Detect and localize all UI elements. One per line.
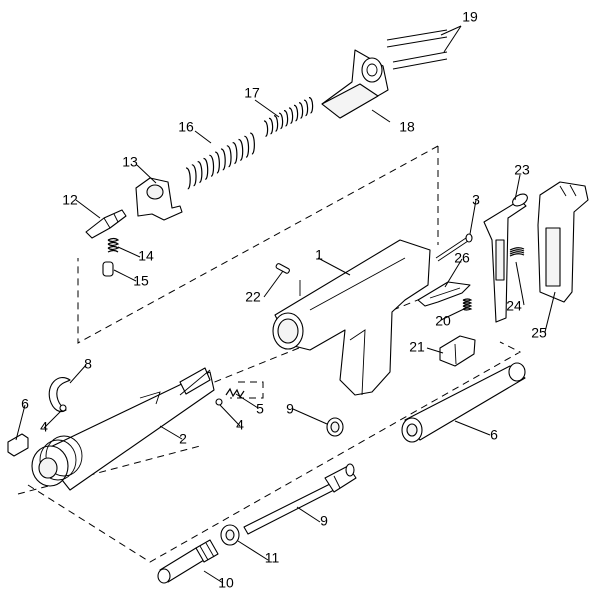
part-10-washer: [326, 417, 344, 437]
callout-2: 2: [179, 431, 187, 447]
part-5-spring: [225, 387, 245, 399]
part-16-plunger: [102, 261, 114, 277]
callout-5: 5: [256, 401, 264, 417]
callout-12: 11: [265, 550, 280, 566]
callout-1: 1: [315, 247, 323, 263]
part-17-large-spring: [185, 132, 255, 190]
part-24-trigger-plate: [483, 193, 528, 323]
part-9-piston-rod: [243, 463, 357, 535]
part-19-rear-cap: [321, 49, 389, 119]
callout-7: 8: [84, 356, 92, 372]
callout-22: 21: [409, 339, 425, 355]
callout-23: 22: [245, 289, 261, 305]
callout-15: 14: [138, 248, 154, 264]
callout-9: 9: [320, 513, 328, 529]
part-12-collar: [220, 524, 240, 546]
part-8-sleeve-tube: [401, 362, 526, 443]
part-25-spring: [509, 247, 525, 257]
callout-19: 18: [399, 119, 415, 135]
part-3-screw: [435, 233, 473, 262]
part-26-handle-grip: [537, 181, 589, 303]
part-23-pin: [275, 263, 290, 274]
callout-21: 20: [435, 313, 451, 329]
callout-3: 3: [472, 192, 480, 208]
callout-14: 13: [122, 154, 138, 170]
part-20-pins: [386, 29, 448, 70]
callout-10: 9: [286, 401, 294, 417]
part-15-small-spring: [107, 237, 120, 253]
assembly-guide-lines: [17, 145, 522, 563]
callout-24: 23: [514, 162, 530, 178]
part-1-housing: [272, 239, 431, 396]
callout-17: 16: [178, 119, 194, 135]
callout-labels: 19 18 17 16 13 12 14 15 1 22 3 26 20 23 …: [21, 9, 547, 591]
leader-lines: [15, 25, 556, 584]
callout-18: 17: [244, 85, 260, 101]
callout-11: 10: [218, 575, 234, 591]
callout-16: 15: [133, 273, 149, 289]
callout-25: 24: [506, 298, 522, 314]
callout-13: 12: [62, 192, 78, 208]
part-14-sleeve-block: [135, 177, 183, 221]
callout-4-left: 4: [40, 419, 48, 435]
part-6-small-clip: [7, 433, 29, 457]
callout-4-right: 4: [236, 417, 244, 433]
part-22-clip: [439, 335, 476, 367]
part-7-retaining-ring: [48, 377, 71, 413]
callout-20: 19: [462, 9, 478, 25]
part-4-balls: [59, 398, 223, 412]
callout-8: 6: [490, 427, 498, 443]
part-21-spring: [462, 298, 473, 311]
callout-27: 26: [454, 250, 470, 266]
part-11-nozzle: [157, 539, 219, 584]
part-18-small-spring: [263, 97, 314, 137]
part-2-barrel: [31, 367, 215, 491]
callout-26: 25: [531, 325, 547, 341]
part-13-firing-pin: [85, 209, 127, 239]
callout-6: 6: [21, 396, 29, 412]
